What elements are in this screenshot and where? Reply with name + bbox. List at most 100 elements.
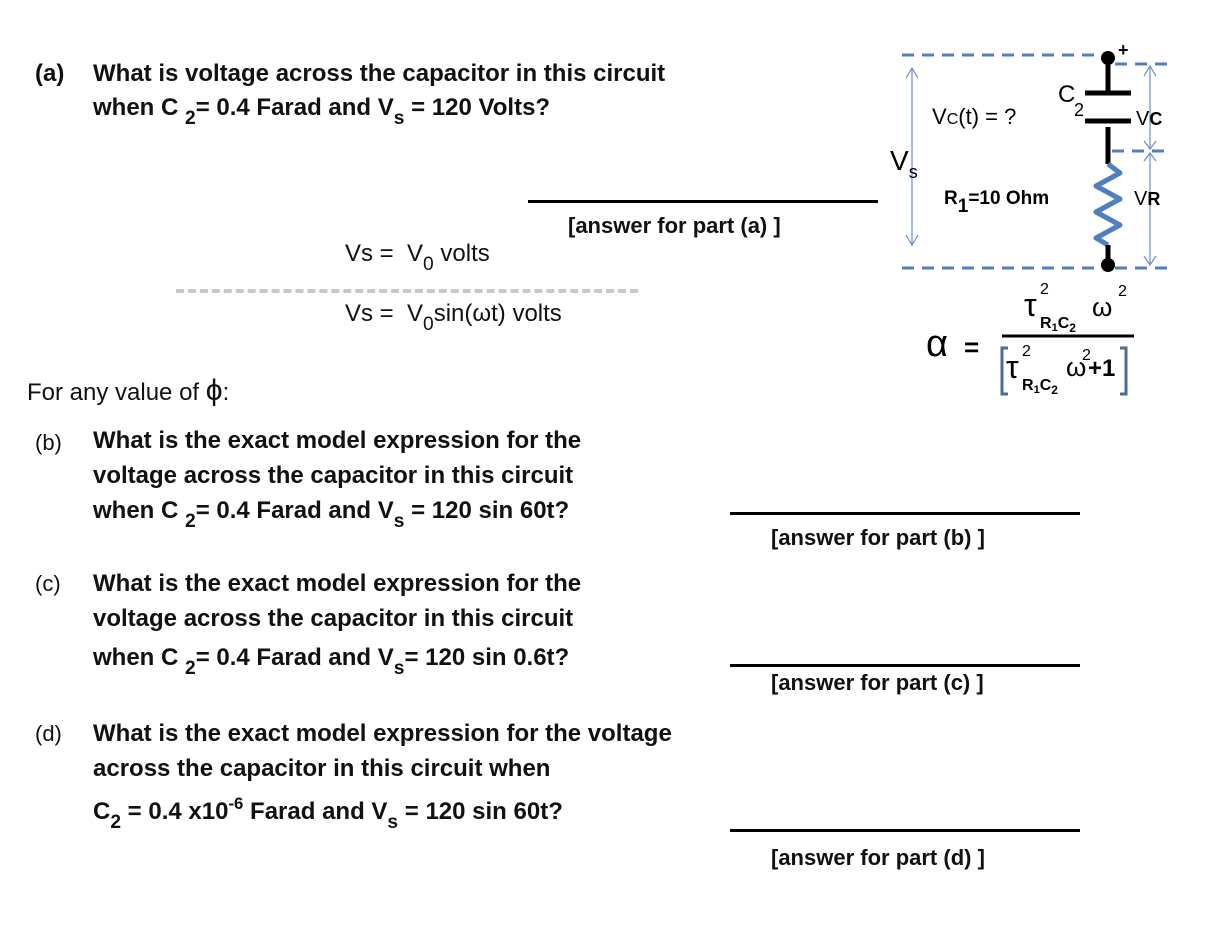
part-d-label: (d) <box>35 721 62 746</box>
text: C <box>1058 81 1075 108</box>
vs-arrow-head-up <box>905 66 919 79</box>
text: = 120 sin 60t? <box>398 798 563 825</box>
superscript: -6 <box>228 793 244 813</box>
text: = 0.4 Farad and V <box>195 94 394 121</box>
phi-symbol: ϕ <box>205 374 223 407</box>
part-b-line1: What is the exact model expression for t… <box>93 427 582 454</box>
vr-arrow-head-down <box>1143 255 1157 267</box>
text: R <box>944 188 958 209</box>
ac-source-equation: Vs = V0sin(ωt) volts <box>345 300 562 335</box>
bottom-terminal <box>1101 258 1115 272</box>
part-c-line2: voltage across the capacitor in this cir… <box>93 605 574 632</box>
text: volts <box>433 240 490 267</box>
alpha-symbol: α <box>926 323 948 365</box>
answer-label-c: [answer for part (c) ] <box>771 670 984 695</box>
text: Vs = <box>345 300 401 327</box>
part-d-line3: C2 = 0.4 x10-6 Farad and Vs = 120 sin 60… <box>93 793 563 833</box>
text: = 120 sin 0.6t? <box>404 644 570 671</box>
resistor-label: R1=10 Ohm <box>944 188 1049 217</box>
vs-arrow-head-down <box>905 234 919 247</box>
tau-subscript: R1C2 <box>1022 377 1058 397</box>
part-b-label: (b) <box>35 430 62 455</box>
alpha-formula: α = τ 2 R1C2 ω 2 τ 2 R1C2 ω 2 +1 <box>926 281 1134 397</box>
subscript: 2 <box>110 811 122 833</box>
vc-arrow-head-down <box>1143 140 1157 150</box>
subscript: 2 <box>1074 100 1084 120</box>
answer-label-b: [answer for part (b) ] <box>771 525 985 550</box>
subscript: s <box>909 162 918 182</box>
vc-arrow-head-up <box>1143 64 1157 77</box>
part-c-line3: when C 2= 0.4 Farad and Vs= 120 sin 0.6t… <box>93 640 570 679</box>
phi-heading: For any value of ϕ: <box>27 374 229 408</box>
vs-label: Vs <box>890 145 918 182</box>
answer-line-a[interactable] <box>528 200 878 203</box>
subscript: C <box>1149 109 1162 129</box>
left-bracket <box>1000 346 1008 396</box>
text: V <box>1134 188 1148 210</box>
text: V <box>407 300 424 327</box>
omega-symbol: ω <box>1092 292 1112 322</box>
text: Vs = <box>345 240 401 267</box>
subscript: 2 <box>185 510 196 532</box>
tau-subscript: R1C2 <box>1040 315 1076 335</box>
plus-one: +1 <box>1088 355 1115 382</box>
text: 2 <box>1069 321 1076 335</box>
text: 1 <box>1052 322 1058 334</box>
dashed-divider <box>176 289 638 293</box>
subscript: R <box>1147 189 1160 209</box>
text: For any value of <box>27 379 206 406</box>
part-a-line2: when C 2= 0.4 Farad and Vs = 120 Volts? <box>93 90 551 129</box>
answer-line-c[interactable] <box>730 664 1080 667</box>
text: when C <box>93 497 179 524</box>
text: = 0.4 Farad and V <box>195 644 394 671</box>
answer-line-b[interactable] <box>730 512 1080 515</box>
text: V <box>407 240 424 267</box>
text: sin(ωt) volts <box>433 300 562 327</box>
text: when C <box>93 94 179 121</box>
part-d-line1: What is the exact model expression for t… <box>93 720 672 747</box>
part-b-line2: voltage across the capacitor in this cir… <box>93 462 574 489</box>
right-bracket <box>1120 346 1128 396</box>
text: V <box>932 104 947 129</box>
vc-label: VC <box>1136 108 1162 130</box>
part-a-label: (a) <box>35 60 65 87</box>
part-c-line1: What is the exact model expression for t… <box>93 570 582 597</box>
answer-label-a: [answer for part (a) ] <box>568 213 781 238</box>
equals-sign: = <box>964 332 979 362</box>
subscript: 0 <box>423 253 434 275</box>
part-c-label: (c) <box>35 571 61 596</box>
superscript: 2 <box>1082 347 1091 364</box>
answer-line-d[interactable] <box>730 829 1080 832</box>
text: Farad and V <box>243 798 388 825</box>
text: : <box>222 379 230 406</box>
subscript: s <box>387 811 399 833</box>
text: V <box>890 145 909 176</box>
plus-sign: + <box>1118 40 1129 60</box>
dc-source-equation: Vs = V0 volts <box>345 240 490 275</box>
superscript: 2 <box>1022 343 1031 360</box>
text: =10 Ohm <box>968 188 1049 209</box>
text: R <box>1040 315 1052 332</box>
text: 1 <box>1034 384 1040 396</box>
text: R <box>1022 377 1034 394</box>
text: = 120 sin 60t? <box>404 497 570 524</box>
vr-label: VR <box>1134 188 1160 210</box>
subscript: s <box>393 107 405 129</box>
text: 2 <box>1051 383 1058 397</box>
omega-symbol: ω <box>1066 352 1086 382</box>
part-a-line1: What is voltage across the capacitor in … <box>93 60 666 87</box>
text: when C <box>93 644 179 671</box>
subscript: s <box>393 510 405 532</box>
part-d-line2: across the capacitor in this circuit whe… <box>93 755 551 782</box>
subscript: 2 <box>185 107 196 129</box>
subscript: 0 <box>423 313 434 335</box>
resistor-zigzag <box>1093 162 1123 248</box>
subscript: 1 <box>958 196 969 217</box>
tau-symbol: τ <box>1006 349 1019 385</box>
subscript: 2 <box>185 657 196 679</box>
text: V <box>1136 108 1150 130</box>
text: = 120 Volts? <box>411 94 551 121</box>
vr-arrow-head-up <box>1143 152 1157 162</box>
